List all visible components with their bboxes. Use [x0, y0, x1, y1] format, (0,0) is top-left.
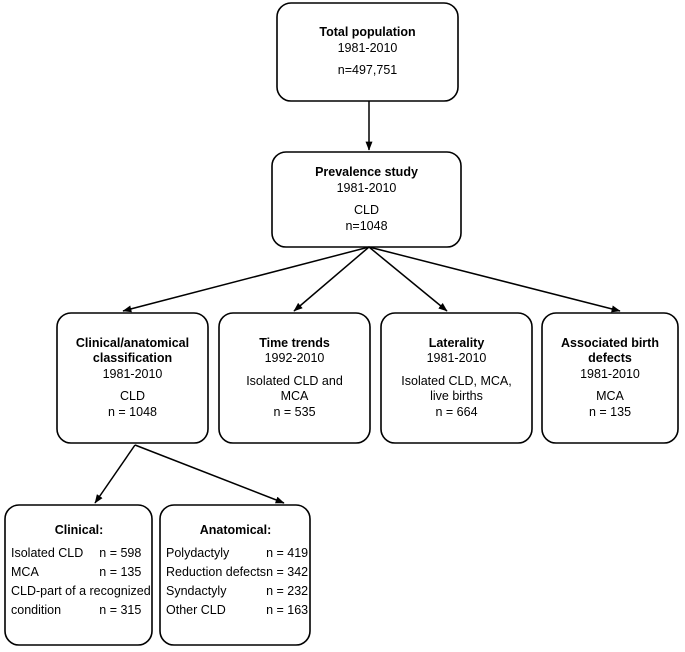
clinical-row-0-label: Isolated CLD: [11, 546, 84, 560]
edge-prevalence-to-associated-birth-defects: [368, 246, 621, 313]
node-total-population: [276, 2, 459, 102]
node-laterality: [380, 312, 533, 444]
table-row: MCA n = 135: [11, 563, 151, 582]
node-time-trends: [218, 312, 371, 444]
table-row: Reduction defects n = 342: [166, 563, 308, 582]
clinical-row-1-label: MCA: [11, 565, 39, 579]
anatomical-row-1-label: Reduction defects: [166, 565, 267, 579]
table-row: condition n = 315: [11, 601, 151, 620]
node-anatomical: [159, 504, 311, 646]
table-row: Polydactyly n = 419: [166, 544, 308, 563]
anatomical-row-1-value: n = 342: [266, 565, 309, 579]
edge-prevalence-to-time-trends: [293, 246, 370, 312]
table-row: Syndactyly n = 232: [166, 582, 308, 601]
node-anatomical-text: Anatomical: Polydactyly n = 419 Reductio…: [160, 505, 310, 645]
anatomical-table: Polydactyly n = 419 Reduction defects n …: [166, 544, 308, 620]
anatomical-row-2-label: Syndactyly: [166, 584, 227, 598]
anatomical-row-0-value: n = 419: [266, 546, 309, 560]
clinical-row-3-label: condition: [11, 603, 62, 617]
clinical-row-1-value: n = 135: [99, 565, 142, 579]
clinical-row-3-value: n = 315: [99, 603, 142, 617]
anatomical-title: Anatomical:: [199, 523, 272, 537]
table-row: Other CLD n = 163: [166, 601, 308, 620]
anatomical-row-3-label: Other CLD: [166, 603, 226, 617]
node-prevalence-study: [271, 151, 462, 248]
edge-clinical-anatomical-to-clinical: [94, 444, 136, 504]
edge-prevalence-to-laterality: [368, 246, 448, 312]
clinical-row-2-label: CLD-part of a recognized: [11, 584, 151, 598]
edge-prevalence-to-clinical-anatomical: [122, 246, 370, 313]
table-row: CLD-part of a recognized: [11, 582, 151, 601]
node-clinical: [4, 504, 153, 646]
table-row: Isolated CLD n = 598: [11, 544, 151, 563]
anatomical-row-2-value: n = 232: [266, 584, 309, 598]
anatomical-row-0-label: Polydactyly: [166, 546, 230, 560]
node-associated-birth-defects: [541, 312, 679, 444]
clinical-table: Isolated CLD n = 598 MCA n = 135 CLD-par…: [11, 544, 151, 620]
node-clinical-anatomical-classification: [56, 312, 209, 444]
edge-clinical-anatomical-to-anatomical: [134, 444, 285, 504]
clinical-title: Clinical:: [54, 523, 104, 537]
anatomical-row-3-value: n = 163: [266, 603, 309, 617]
node-clinical-text: Clinical: Isolated CLD n = 598 MCA n = 1…: [5, 505, 152, 645]
clinical-row-0-value: n = 598: [99, 546, 142, 560]
